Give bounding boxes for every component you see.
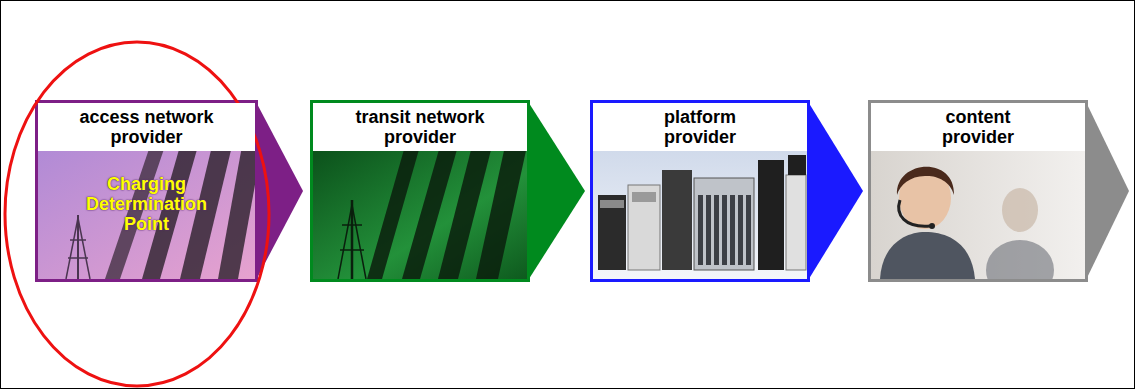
value-chain-step: transit network provider [310, 100, 530, 282]
step-title: platform provider [631, 107, 769, 147]
value-chain-step: platform provider [590, 100, 810, 282]
step-title-box: platform provider [593, 103, 807, 151]
servers-picture [593, 146, 807, 279]
chevron-tip [1085, 100, 1129, 282]
highlight-ellipse [5, 42, 269, 386]
step-note: Charging Determination Point [68, 174, 225, 234]
chevron-tip [807, 100, 863, 282]
antenna-picture [38, 146, 255, 279]
step-title: content provider [909, 107, 1047, 147]
step-title: transit network provider [351, 107, 489, 147]
step-title-box: content provider [871, 103, 1085, 151]
step-title-box: access network provider [38, 103, 255, 151]
step-note-area: Charging Determination Point [38, 151, 255, 279]
chevron-tip [255, 100, 303, 282]
value-chain-step: content provider [868, 100, 1088, 282]
value-chain-step: access network providerCharging Determin… [35, 100, 258, 282]
call-centre-picture [871, 146, 1085, 279]
chevron-tip [527, 100, 585, 282]
step-title-box: transit network provider [313, 103, 527, 151]
antenna-picture [313, 146, 527, 279]
step-title: access network provider [76, 107, 217, 147]
